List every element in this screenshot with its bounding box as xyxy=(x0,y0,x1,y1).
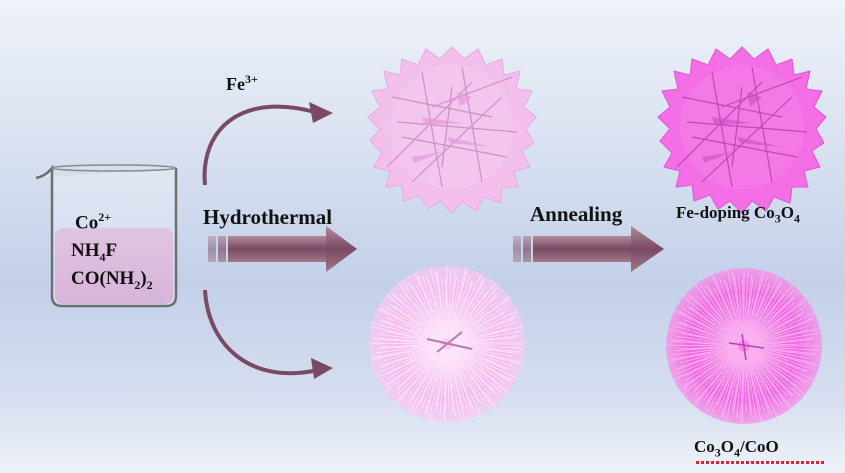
beaker-liquid xyxy=(55,228,173,304)
beaker xyxy=(35,164,178,308)
beaker-co2-label: Co2+ xyxy=(75,210,112,234)
fe-doping-co3o4-label: Fe-doping Co3O4 xyxy=(676,203,800,226)
upper-curved-arrow xyxy=(202,104,316,186)
fe3-label: Fe3+ xyxy=(226,72,258,94)
beaker-nh4f-label: NH4F xyxy=(71,240,118,264)
flower-microsphere-precursor xyxy=(367,46,537,214)
beaker-glass xyxy=(35,164,178,308)
annealing-label: Annealing xyxy=(530,202,623,226)
co3o4-coo-label: Co3O4/CoO xyxy=(694,437,779,460)
hydrothermal-label: Hydrothermal xyxy=(203,205,333,229)
hydrothermal-arrow xyxy=(208,226,357,272)
annealing-arrow xyxy=(513,226,664,272)
beaker-urea-label: CO(NH2)2 xyxy=(71,268,153,292)
spellcheck-underline xyxy=(696,461,824,464)
flower-microsphere-fe-doped xyxy=(657,46,827,214)
urchin-microsphere-annealed xyxy=(665,268,822,425)
lower-curved-arrow xyxy=(203,289,319,376)
urchin-microsphere-precursor xyxy=(368,266,525,423)
